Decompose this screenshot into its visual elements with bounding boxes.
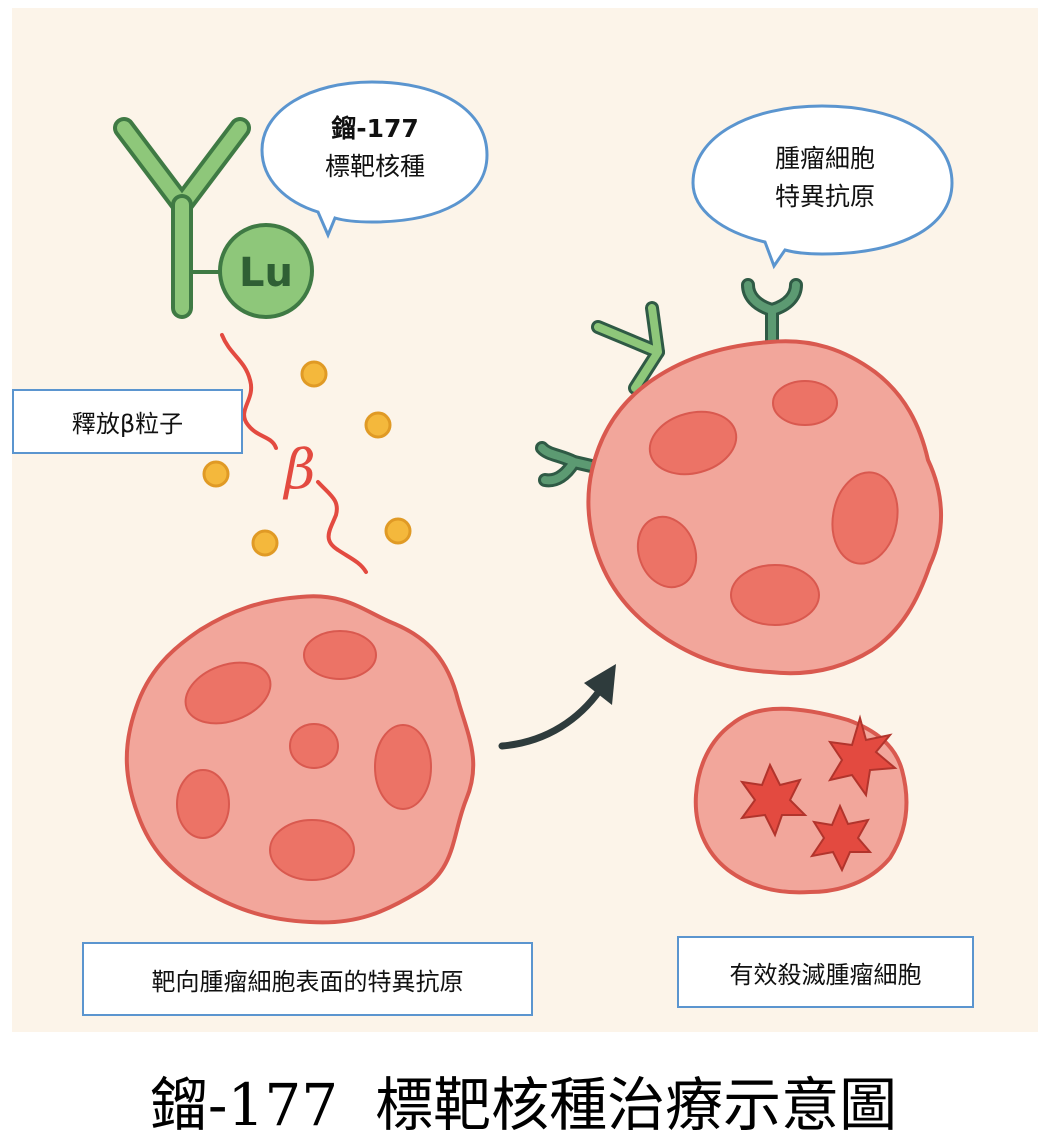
- lu-symbol: Lu: [239, 250, 293, 296]
- beta-release-label: 釋放β粒子: [12, 389, 243, 454]
- lu-atom-icon: [218, 223, 314, 319]
- speech-bubble-antigen: [691, 104, 954, 270]
- bubble-antigen-line2: 特異抗原: [774, 182, 875, 211]
- beta-particles: [202, 360, 412, 557]
- tumor-cell-left: [124, 594, 476, 925]
- bubble-lu-line1: 鎦-177: [331, 114, 419, 143]
- beta-emission: β: [220, 333, 368, 574]
- burst-icon: [739, 762, 808, 838]
- bubble-antigen-text: 腫瘤細胞 特異抗原: [745, 140, 905, 216]
- bubble-lu-text: 鎦-177 標靶核種: [300, 110, 450, 186]
- transition-arrow: [498, 664, 616, 750]
- page-title: 鎦-177 標靶核種治療示意圖: [149, 1071, 898, 1139]
- tumor-cell-right: [535, 278, 944, 676]
- damaged-tumor-cell: [693, 706, 909, 895]
- kill-label: 有效殺滅腫瘤細胞: [677, 936, 974, 1008]
- antibody-lu-conjugate: Lu: [113, 117, 314, 319]
- bubble-antigen-line1: 腫瘤細胞: [774, 144, 875, 173]
- burst-icon: [827, 714, 898, 798]
- beta-symbol: β: [282, 438, 315, 501]
- bubble-lu-line2: 標靶核種: [324, 152, 425, 181]
- speech-bubble-lu: [260, 80, 489, 239]
- targeting-label: 靶向腫瘤細胞表面的特異抗原: [82, 942, 533, 1016]
- antigen-receptors: [535, 278, 803, 488]
- burst-icon: [809, 803, 873, 873]
